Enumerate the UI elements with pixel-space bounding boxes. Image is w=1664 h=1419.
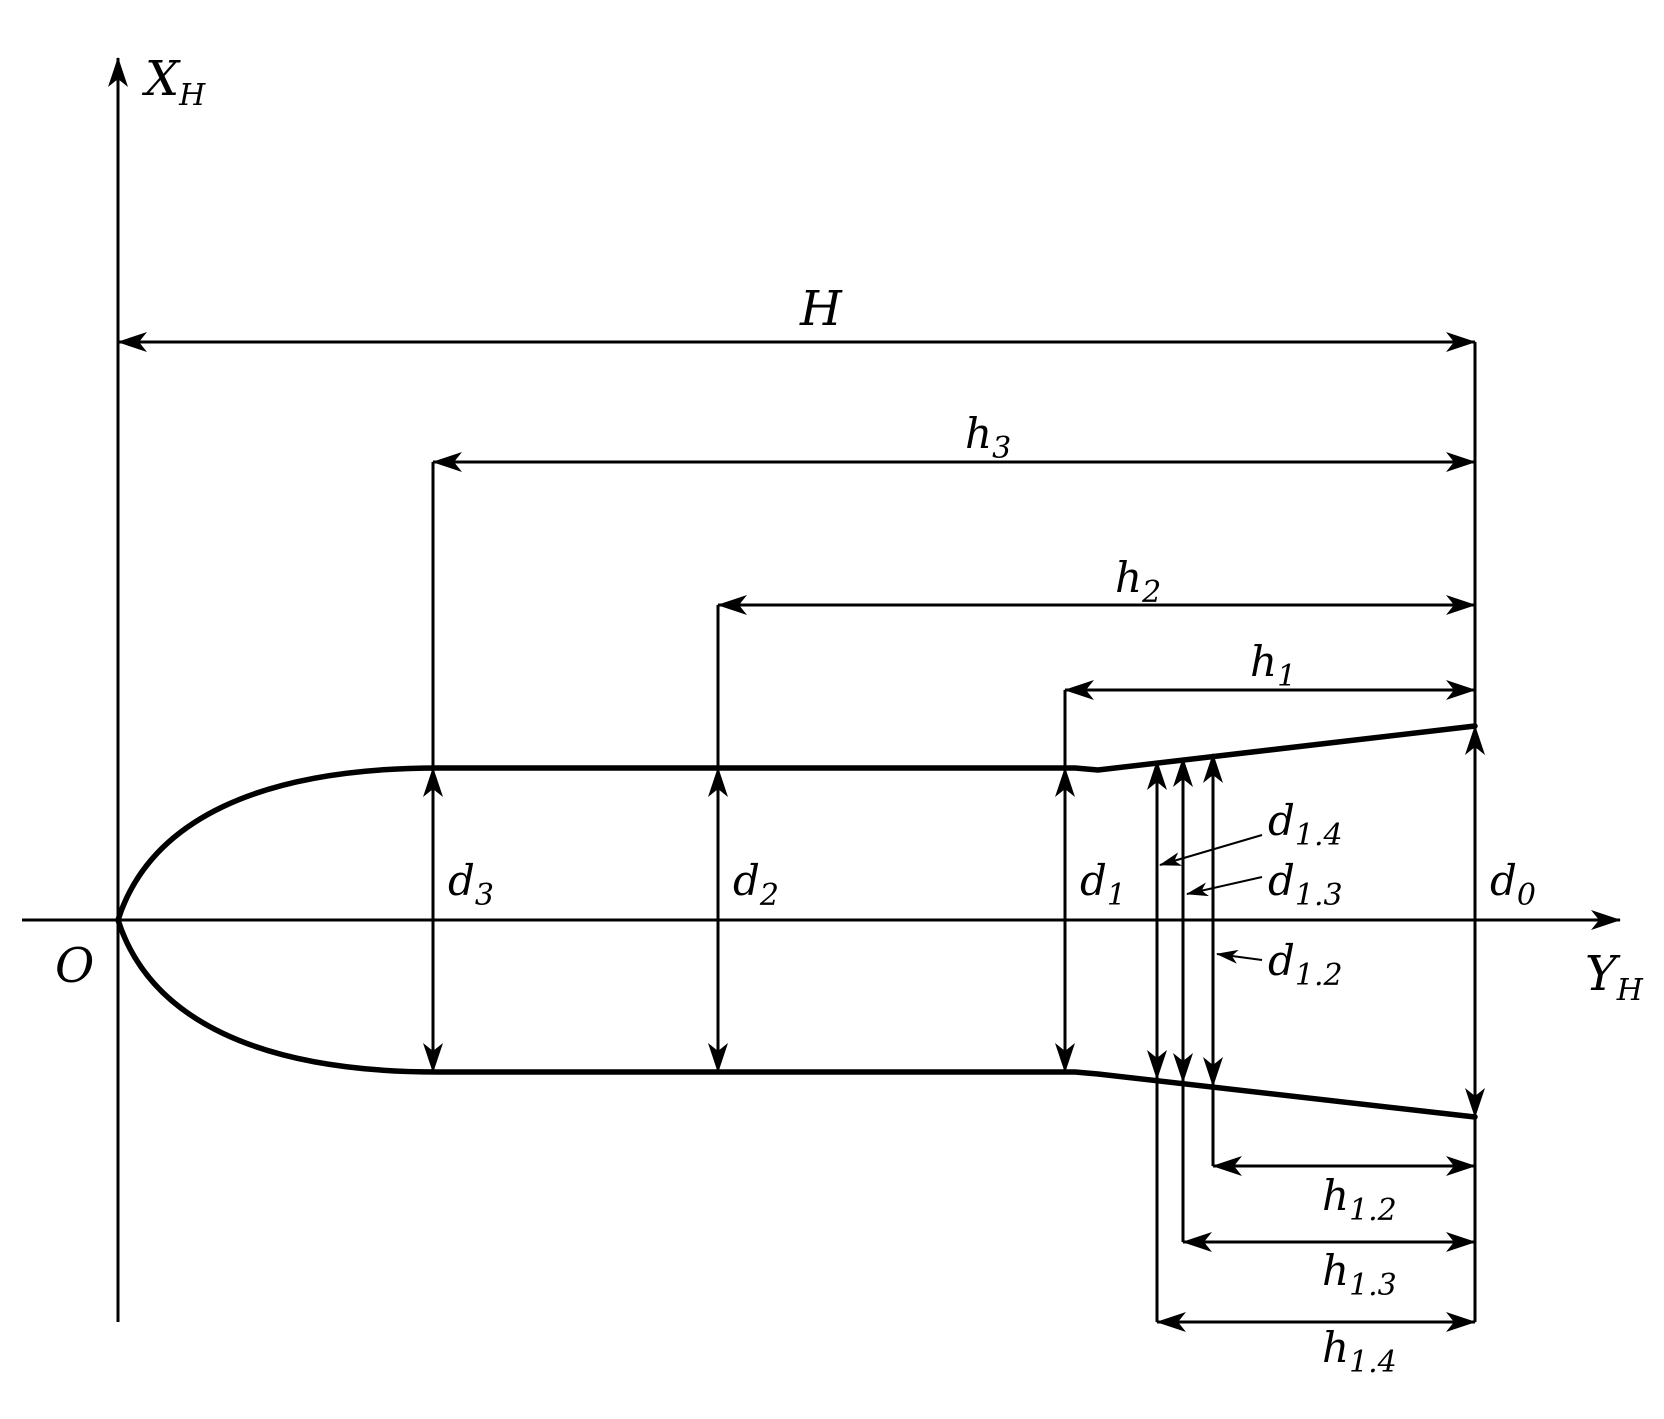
leader-line-d1-4 bbox=[1159, 834, 1263, 866]
label-h1-3: h1.3 bbox=[1322, 1246, 1397, 1303]
label-h1-4: h1.4 bbox=[1322, 1323, 1397, 1380]
label-H: H bbox=[799, 281, 843, 337]
origin-label: O bbox=[55, 938, 94, 994]
label-d3: d3 bbox=[448, 856, 494, 913]
label-h1-2: h1.2 bbox=[1322, 1171, 1397, 1228]
label-h1: h1 bbox=[1250, 637, 1296, 694]
label-d0: d0 bbox=[1490, 856, 1536, 913]
label-d1: d1 bbox=[1080, 856, 1126, 913]
label-d1-2: d1.2 bbox=[1268, 936, 1343, 993]
label-d1-3: d1.3 bbox=[1268, 856, 1343, 913]
label-d2: d2 bbox=[733, 856, 779, 913]
label-h2: h2 bbox=[1115, 553, 1161, 610]
label-h3: h3 bbox=[965, 409, 1011, 466]
label-d1-4: d1.4 bbox=[1268, 796, 1343, 853]
leader-line-d1-3 bbox=[1186, 876, 1263, 897]
leader-line-d1-2 bbox=[1216, 949, 1263, 964]
y-axis-label: YH bbox=[1585, 946, 1644, 1008]
x-axis-label: XH bbox=[141, 51, 206, 113]
